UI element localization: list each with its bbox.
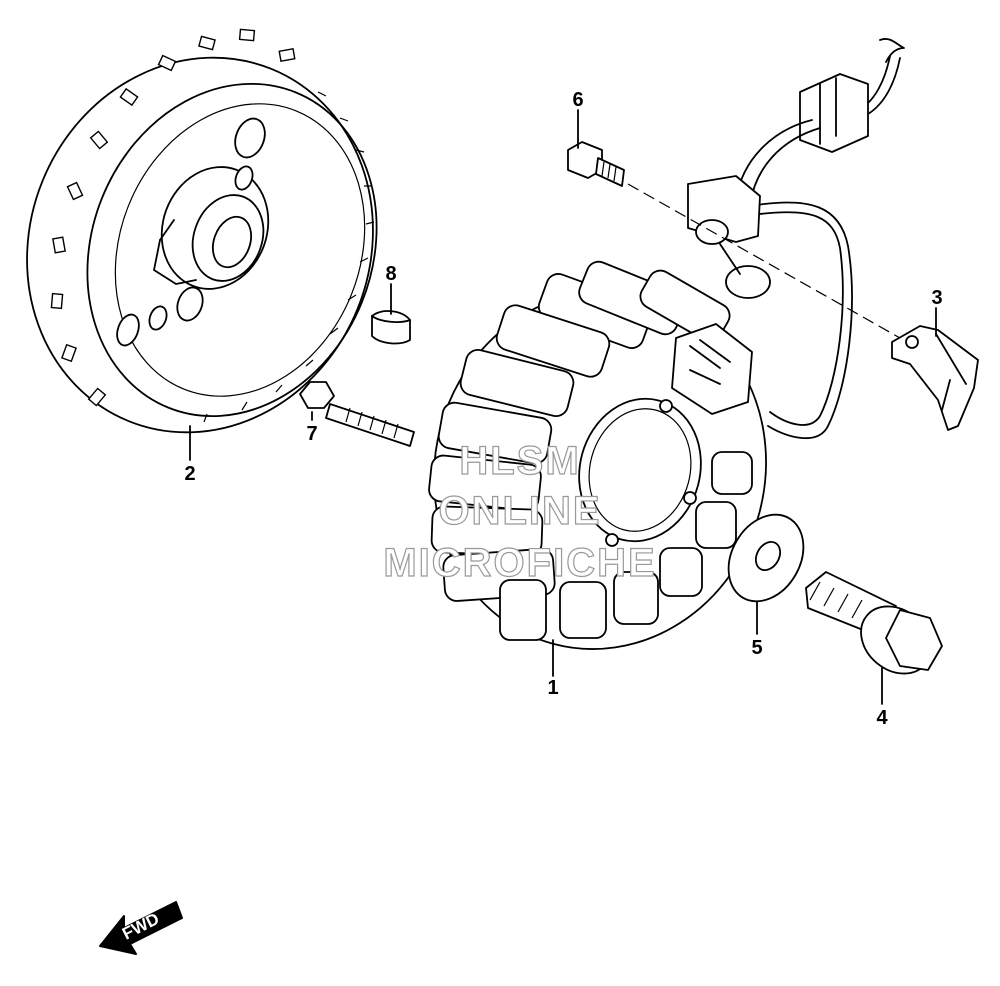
callout-leaders [189,109,937,705]
callout-5: 5 [751,637,762,659]
callout-3: 3 [931,287,942,309]
callout-7: 7 [306,423,317,445]
watermark: HLSM ONLINE MICROFICHE [383,438,656,585]
watermark-line-3: MICROFICHE [383,541,656,585]
stator-coil[interactable] [394,253,806,686]
small-screw[interactable] [567,141,625,187]
rotor-rim-tabs [50,28,296,407]
assembly-axis-line [627,183,901,339]
wire-harness[interactable] [687,38,905,440]
watermark-line-2: ONLINE [438,489,601,533]
stator-poles [428,260,753,641]
washer[interactable] [714,501,819,615]
woodruff-key[interactable] [371,310,411,345]
callout-2: 2 [184,463,195,485]
callout-4: 4 [876,707,888,729]
callout-labels: 1 2 3 4 5 6 7 8 [184,89,942,729]
watermark-line-1: HLSM [459,439,580,483]
flange-bolt[interactable] [805,571,944,687]
callout-6: 6 [572,89,583,111]
long-bolt[interactable] [299,381,415,447]
rotor-flywheel[interactable] [0,5,429,485]
wire-clamp-bracket[interactable] [891,325,979,431]
callout-8: 8 [385,263,396,285]
fwd-arrow-icon: FWD [99,901,183,955]
callout-1: 1 [547,677,558,699]
